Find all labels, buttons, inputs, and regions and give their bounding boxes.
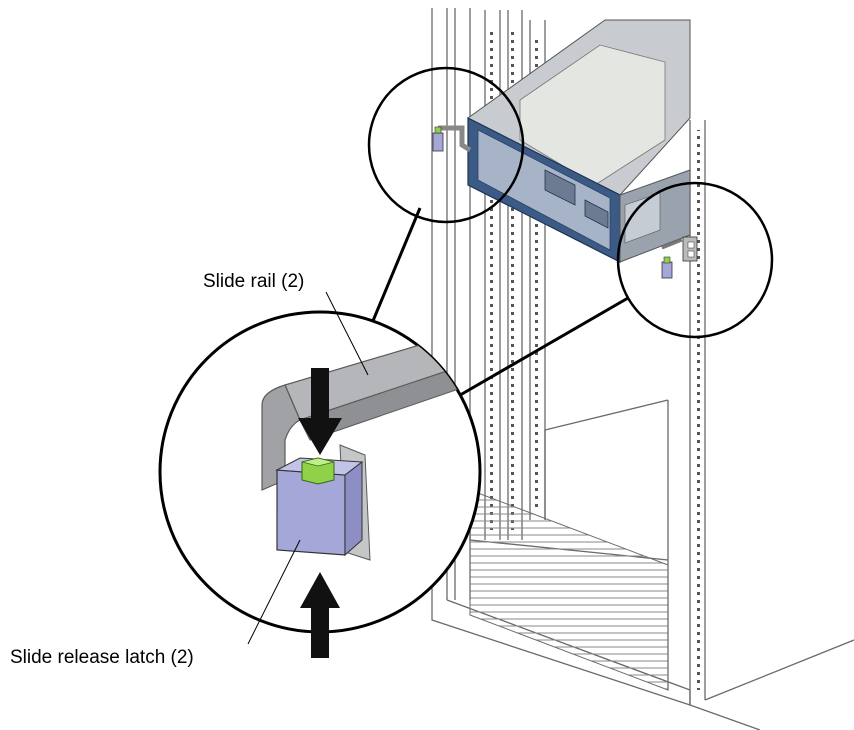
press-down-arrow [298,368,342,455]
left-latch-detail-circle [367,66,525,224]
push-up-arrow [300,572,340,658]
rack-holes-right [697,130,700,690]
left-small-latch [432,132,444,152]
rack-vent-grille [469,489,669,691]
rack-holes-left [490,30,493,530]
right-latch-detail-circle [616,181,774,339]
right-small-latch [661,261,673,279]
slide-rail-leader-line [325,291,369,376]
server-chassis [467,19,691,263]
slide-rail-label: Slide rail (2) [203,271,304,292]
rack-holes-post-a [511,30,514,530]
slide-release-latch-leader-line [247,539,301,645]
slide-release-latch-label: Slide release latch (2) [10,647,194,668]
rack-holes-post-b [535,40,538,510]
zoom-leader-lines [363,207,629,400]
